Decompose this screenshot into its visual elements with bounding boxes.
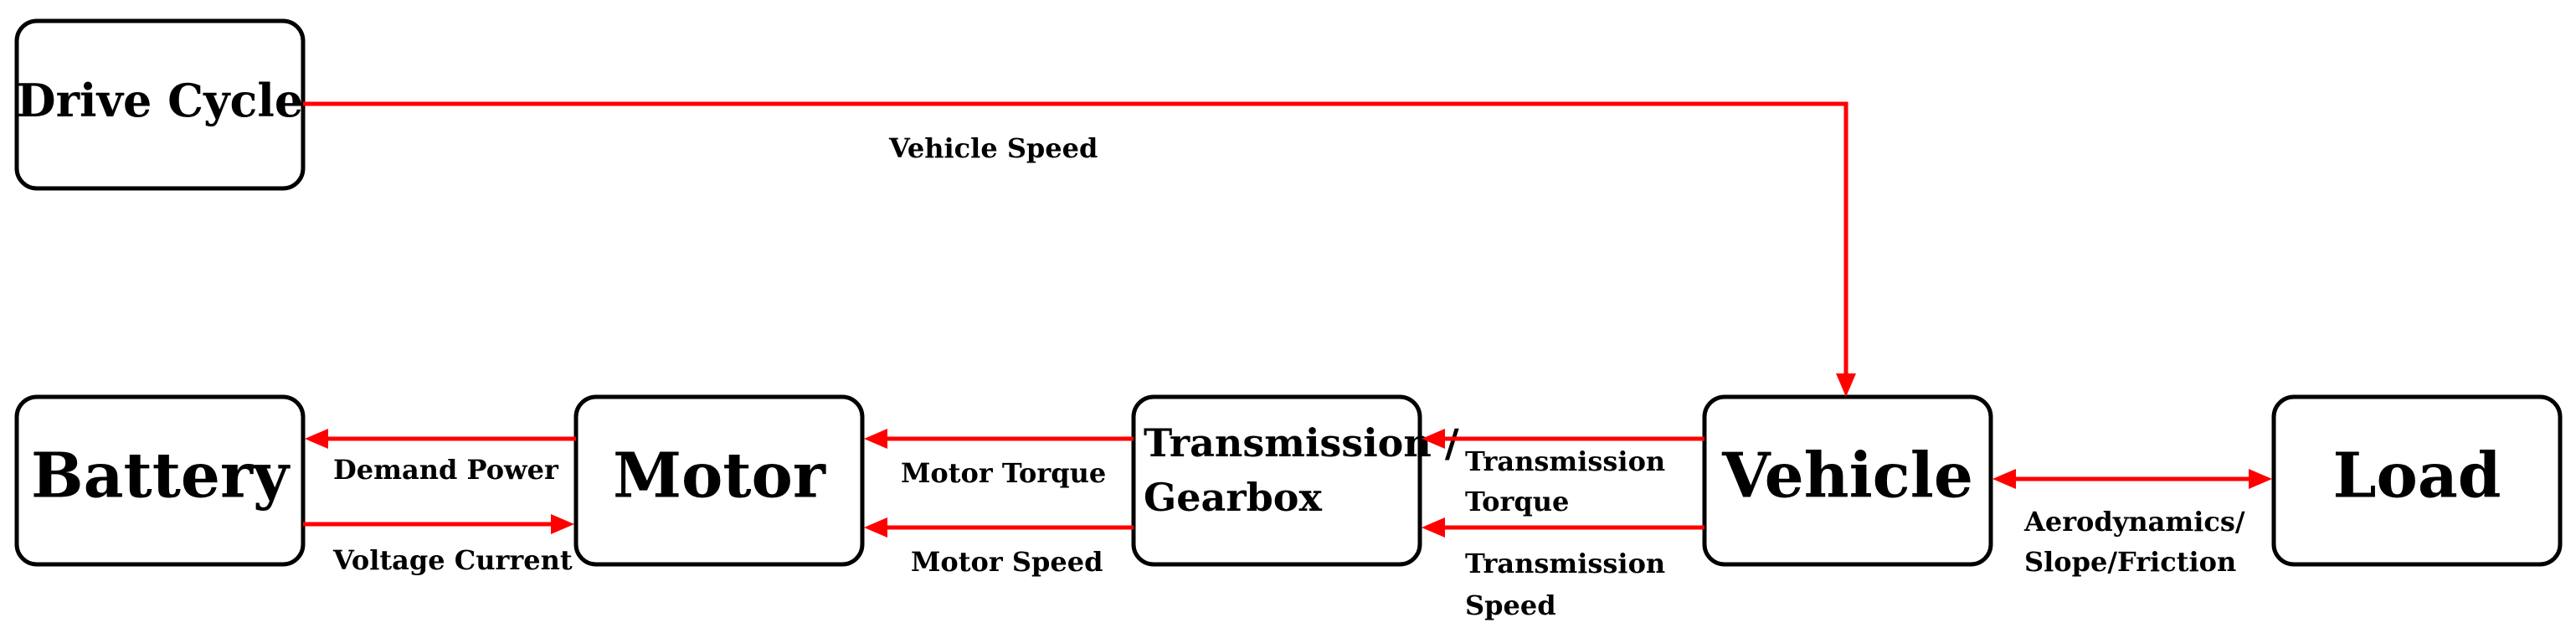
motor-speed-arrow [864,517,1134,538]
motor-box [573,394,865,567]
load-block: Load [2271,394,2563,567]
battery-block: Battery [14,394,306,567]
transmission-torque-arrowhead [1422,429,1445,449]
vehicle-block: Vehicle [1702,394,1993,567]
motor-torque-label: Motor Torque [901,457,1106,489]
motor-torque-arrow [864,429,1134,449]
drive-cycle-label: Drive Cycle [17,74,303,127]
battery-box [14,394,306,567]
transmission-label-line2: Gearbox [1144,475,1322,520]
transmission-label-line1: Transmission / [1144,420,1459,466]
vehicle-speed-line [303,101,1848,375]
demand-power-label: Demand Power [333,454,559,486]
voltage-current-label: Voltage Current [332,544,573,576]
motor-label: Motor [613,440,826,512]
vehicle-box [1702,394,1993,567]
aerodynamics-arrowhead-left [1992,469,2016,489]
motor-speed-arrowhead [864,517,887,538]
aerodynamics-label-line2: Slope/Friction [2024,546,2236,578]
vehicle-speed-arrowhead [1836,373,1856,397]
transmission-torque-label-line1: Transmission [1465,445,1665,477]
transmission-speed-arrowhead [1422,517,1445,538]
voltage-current-arrow [303,514,574,534]
drive-cycle-block: Drive Cycle [14,18,306,191]
load-box [2271,394,2563,567]
transmission-box [1131,394,1422,567]
demand-power-arrowhead [305,429,328,449]
vehicle-speed-label: Vehicle Speed [888,132,1098,164]
transmission-torque-label-line2: Torque [1465,486,1569,517]
battery-label: Battery [31,440,291,512]
motor-block: Motor [573,394,865,567]
transmission-speed-arrow [1422,517,1704,538]
aerodynamics-label-line1: Aerodynamics/ [2023,506,2245,538]
demand-power-arrow [305,429,576,449]
transmission-block: Transmission / Gearbox [1131,394,1459,567]
motor-speed-label: Motor Speed [911,546,1103,578]
aerodynamics-arrow [1992,469,2272,489]
vehicle-label: Vehicle [1721,440,1973,512]
transmission-speed-label-line2: Speed [1465,589,1556,621]
motor-torque-arrowhead [864,429,887,449]
transmission-speed-label-line1: Transmission [1465,548,1665,579]
aerodynamics-arrowhead-right [2249,469,2272,489]
voltage-current-arrowhead [551,514,574,534]
load-label: Load [2332,440,2501,512]
transmission-torque-arrow [1422,429,1704,449]
vehicle-speed-arrow [303,101,1856,397]
